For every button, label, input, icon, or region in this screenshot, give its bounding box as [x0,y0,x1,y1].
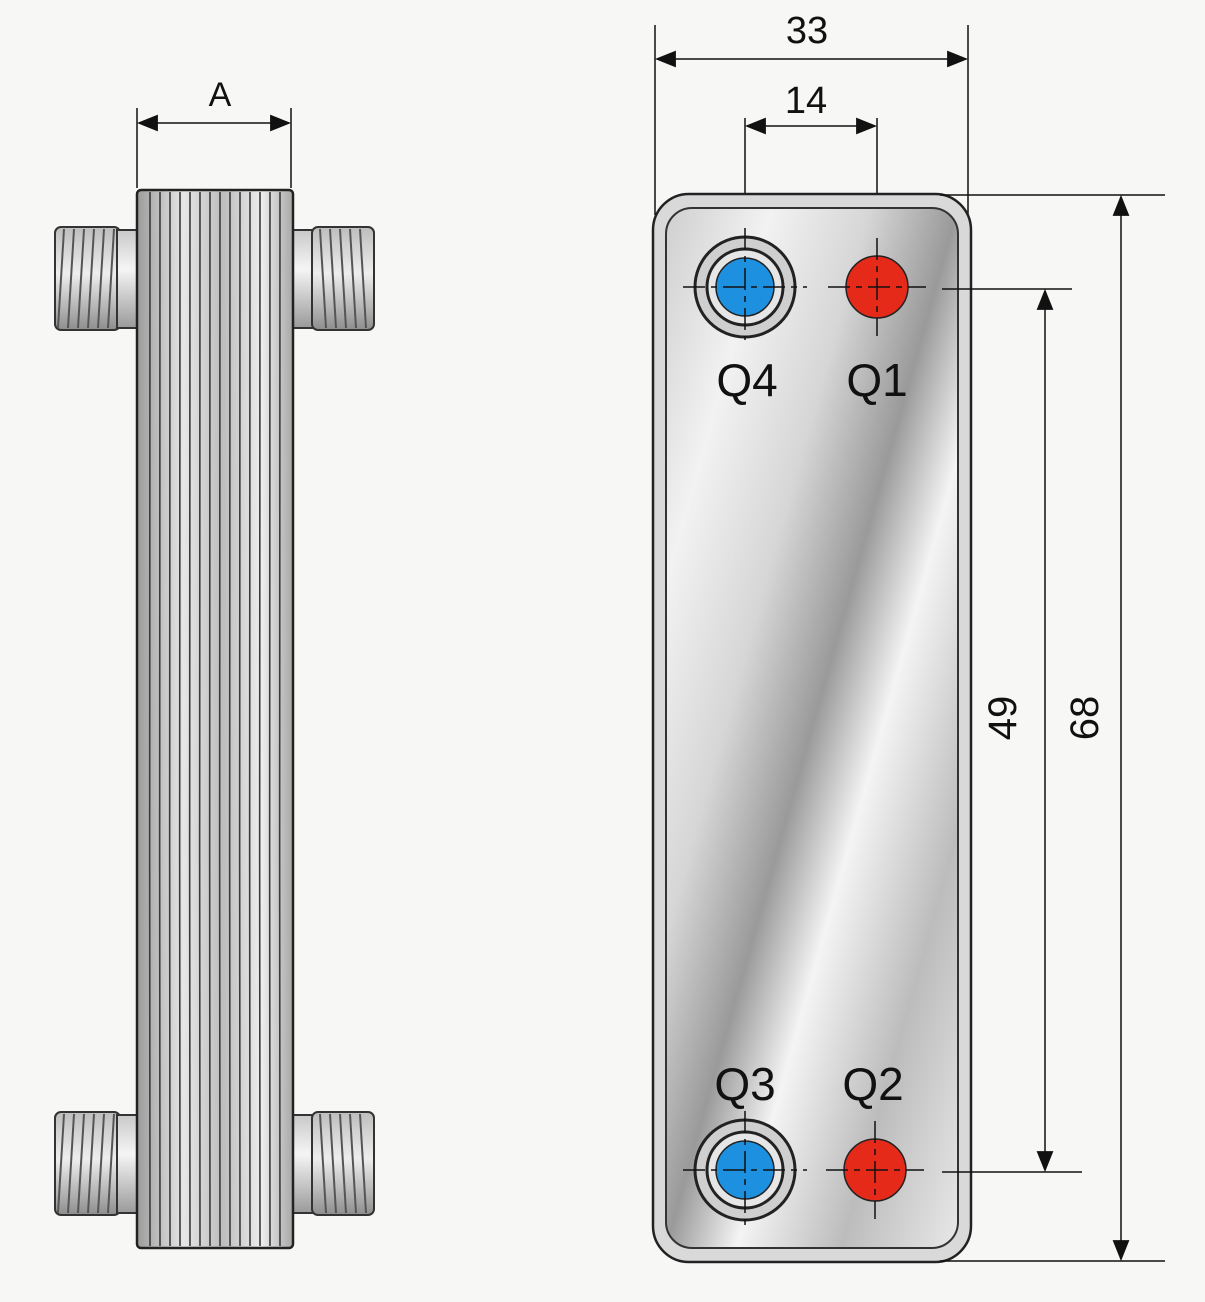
plate-line [148,191,152,1247]
height-label: 68 [1063,696,1107,741]
port-q1: Q1 [828,238,926,406]
plate-line [258,191,262,1247]
port-q3-label: Q3 [714,1058,775,1110]
width-label: 33 [786,10,828,52]
plate-line [218,191,222,1247]
plate-line [248,191,252,1247]
connector-bottom-left [54,1111,140,1216]
port-q2-label: Q2 [842,1058,903,1110]
port-vertical-spacing-label: 49 [981,696,1025,741]
plate-stack [135,188,295,1250]
port-q4: Q4 [683,228,807,406]
plate-line [238,191,242,1247]
connector-top-left [54,226,140,331]
plate-line [158,191,162,1247]
port-q4-label: Q4 [716,354,777,406]
plate-line [198,191,202,1247]
connector-top-right [292,226,375,331]
plate-line [268,191,272,1247]
plate-line [188,191,192,1247]
plate-line [168,191,172,1247]
height-dimension: 68 [940,194,1165,1262]
connector-bottom-right [292,1111,375,1216]
plate-line [208,191,212,1247]
thickness-label: A [209,76,232,114]
port-vertical-spacing-dimension: 49 [942,288,1082,1173]
front-plate-inner [665,207,959,1249]
side-view: A [54,76,375,1250]
port-spacing-label: 14 [785,80,827,122]
thickness-dimension: A [136,76,292,188]
front-view: 33 14 68 49 [651,10,1165,1264]
width-dimension: 33 [654,10,969,215]
plate-line [178,191,182,1247]
plate-line [228,191,232,1247]
port-q2: Q2 [826,1058,924,1219]
port-q1-label: Q1 [846,354,907,406]
plate-line [278,191,282,1247]
port-q3: Q3 [683,1058,807,1229]
